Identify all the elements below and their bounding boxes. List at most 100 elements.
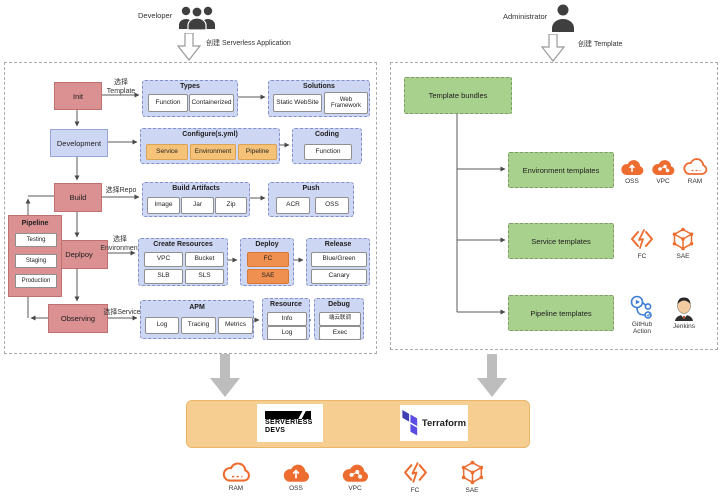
node-containerized: Containerized — [189, 94, 234, 112]
administrator-action-label: 创建 Template — [578, 41, 623, 48]
serverless-devs-line2: DEVS — [265, 427, 286, 434]
node-vpc-res: VPC — [144, 252, 183, 267]
footer-sae-label: SAE — [465, 487, 479, 494]
vpc-env-label: VPC — [656, 178, 670, 185]
node-exec: Exec — [319, 326, 361, 340]
node-environment: Environment — [190, 144, 236, 160]
environment-templates-box: Environment templates — [508, 152, 614, 188]
serverless-devs-logo: SERVER\ESS DEVS — [257, 404, 323, 442]
footer-ram-label: RAM — [228, 485, 244, 492]
node-function-type: Function — [148, 94, 188, 112]
types-title: Types — [180, 83, 200, 90]
debug-title: Debug — [328, 301, 350, 308]
terraform-mark-icon — [402, 410, 418, 436]
oss-footer-icon — [283, 464, 310, 482]
pipeline-box: Pipeline Testing Staging Production — [8, 215, 62, 297]
pipeline-stage-staging: Staging — [15, 254, 57, 268]
apm-title: APM — [189, 304, 205, 311]
node-function-code: Function — [304, 144, 352, 160]
stage-development: Development — [50, 129, 108, 157]
node-log-resource: Log — [267, 326, 307, 340]
create-resources-title: Create Resources — [153, 241, 213, 248]
fc-service-iconwrap: FC — [626, 226, 658, 260]
administrator-down-arrow-icon — [540, 34, 566, 62]
node-web-framework: Web Framework — [324, 92, 368, 114]
footer-fc-iconwrap: FC — [397, 459, 433, 494]
coding-title: Coding — [314, 131, 340, 138]
ram-env-iconwrap: RAM — [679, 156, 711, 185]
footer-vpc-iconwrap: VPC — [337, 460, 373, 492]
stage-init: Init — [54, 82, 102, 110]
coding-group: Coding Function — [292, 128, 362, 164]
jenkins-iconwrap: Jenkins — [666, 294, 702, 330]
fc-service-label: FC — [637, 253, 647, 260]
vpc-footer-icon — [342, 464, 369, 482]
create-resources-group: Create Resources VPC Bucket SLB SLS — [138, 238, 228, 286]
node-oss-push: OSS — [315, 197, 349, 214]
terraform-label: Terraform — [421, 417, 467, 429]
edge-label-service: 选择Service — [103, 309, 141, 316]
node-fc-deploy: FC — [247, 252, 289, 267]
node-image: Image — [147, 197, 180, 214]
types-group: Types Function Containerized — [142, 80, 238, 117]
jenkins-label: Jenkins — [672, 323, 696, 330]
node-slb: SLB — [144, 269, 183, 284]
node-acr: ACR — [276, 197, 310, 214]
ram-env-label: RAM — [687, 178, 703, 185]
node-cloud-local-debug: 端云联调 — [319, 312, 361, 326]
stage-build: Build — [54, 183, 102, 212]
resource-title: Resource — [270, 301, 302, 308]
configure-title: Configure(s.yml) — [182, 131, 238, 138]
vpc-env-iconwrap: VPC — [647, 156, 679, 185]
footer-fc-label: FC — [410, 487, 420, 494]
vpc-icon — [652, 160, 675, 175]
sae-icon — [672, 227, 694, 251]
configure-group: Configure(s.yml) Service Environment Pip… — [140, 128, 280, 164]
build-artifacts-group: Build Artifacts Image Jar Zip — [142, 182, 250, 217]
github-action-iconwrap: GitHub Action — [624, 294, 660, 336]
push-title: Push — [302, 185, 320, 192]
solutions-title: Solutions — [303, 83, 335, 90]
administrator-icon — [548, 2, 578, 34]
oss-icon — [621, 160, 644, 175]
solutions-group: Solutions Static WebSite Web Framework — [268, 80, 370, 117]
developer-down-arrow-icon — [176, 33, 202, 61]
node-bucket: Bucket — [185, 252, 224, 267]
pipeline-stage-production: Production — [15, 274, 57, 288]
sae-footer-icon — [461, 460, 483, 485]
developer-label: Developer — [138, 11, 173, 20]
node-info: Info — [267, 312, 307, 326]
footer-oss-iconwrap: OSS — [278, 460, 314, 492]
github-action-label: GitHub Action — [631, 321, 653, 336]
release-group: Release Blue/Green Canary — [306, 238, 370, 286]
node-sls: SLS — [185, 269, 224, 284]
debug-group: Debug 端云联调 Exec — [314, 298, 364, 340]
push-group: Push ACR OSS — [268, 182, 354, 217]
fc-footer-icon — [403, 462, 427, 483]
template-bundles-box: Template bundles — [404, 77, 512, 114]
node-canary: Canary — [311, 269, 367, 284]
tools-bar — [186, 400, 530, 448]
footer-sae-iconwrap: SAE — [454, 459, 490, 494]
edge-label-repo: 选择Repo — [105, 187, 137, 194]
footer-vpc-label: VPC — [348, 485, 362, 492]
oss-env-iconwrap: OSS — [616, 156, 648, 185]
serverless-devs-bar — [265, 410, 311, 419]
release-title: Release — [324, 241, 352, 248]
administrator-label: Administrator — [503, 12, 548, 21]
ram-footer-icon — [222, 462, 250, 482]
pipeline-templates-box: Pipeline templates — [508, 295, 614, 331]
deploy-title: Deploy — [255, 241, 279, 248]
flow-down-arrow-left-icon — [209, 354, 241, 398]
fc-icon — [631, 229, 653, 249]
node-tracing: Tracing — [181, 317, 216, 334]
apm-group: APM Log Tracing Metrics — [140, 300, 254, 339]
developer-action-label: 创建 Serverless Application — [206, 40, 291, 47]
sae-service-label: SAE — [676, 253, 690, 260]
node-jar: Jar — [181, 197, 214, 214]
node-pipeline-cfg: Pipeline — [238, 144, 277, 160]
build-artifacts-title: Build Artifacts — [172, 185, 220, 192]
jenkins-icon — [675, 297, 693, 321]
edge-label-template: 选择 Template — [106, 79, 136, 95]
